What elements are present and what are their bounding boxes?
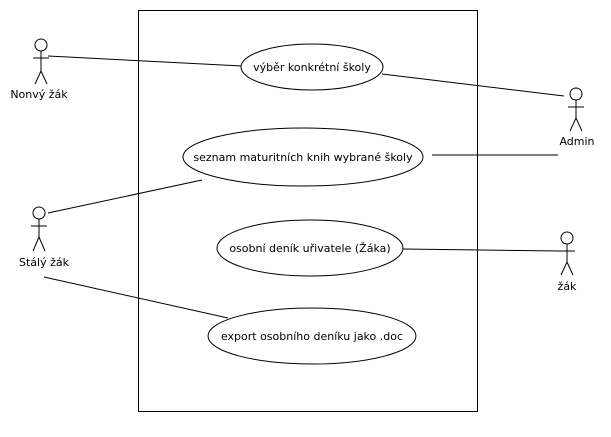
usecase-vyber-skoly[interactable] [240,43,384,91]
actor-zak[interactable] [559,231,575,276]
usecase-label: osobní deník uřivatele (Žáka) [229,242,390,255]
actor-novy-zak[interactable] [33,38,49,85]
actor-label-zak: žák [558,280,578,293]
usecase-label: seznam maturitních knih wybrané školy [193,151,413,164]
association-staly-zak-export [43,276,229,319]
actor-admin[interactable] [568,87,584,132]
actor-label-staly-zak: Stálý žák [19,256,70,269]
association-staly-zak-seznam-knih [47,179,203,214]
actor-label-admin: Admin [559,135,594,148]
actor-staly-zak[interactable] [31,206,47,252]
usecase-export-deniku[interactable] [207,307,417,365]
association-novy-zak-vyber-skoly [47,55,243,67]
actor-label-novy-zak: Nonvý žák [10,88,68,101]
association-admin-vyber-skoly [381,73,565,97]
usecase-osobni-denik[interactable] [216,219,404,277]
usecase-label: export osobního deníku jako .doc [221,330,403,343]
associations [43,55,565,319]
usecase-seznam-knih[interactable] [182,127,424,187]
usecase-label: výběr konkrétní školy [253,61,371,74]
association-zak-osobni-denik [402,248,561,252]
